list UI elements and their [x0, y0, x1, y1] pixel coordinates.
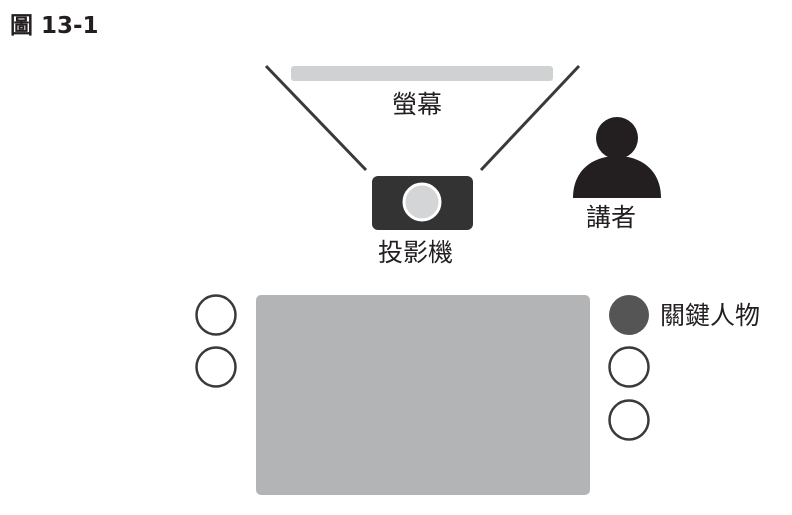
- projector-lens: [402, 182, 442, 222]
- speaker-label: 講者: [586, 203, 637, 232]
- seat-left-1: [195, 294, 237, 336]
- screen-bar: [291, 66, 553, 81]
- projector-label: 投影機: [378, 238, 454, 267]
- meeting-table: [256, 295, 590, 495]
- seat-left-2: [195, 346, 237, 388]
- speaker-icon: [573, 117, 661, 198]
- key-person-seat: [609, 295, 649, 335]
- seat-right-3: [608, 399, 650, 441]
- projection-line-left: [264, 64, 368, 172]
- screen-label: 螢幕: [392, 90, 443, 119]
- projection-line-right: [479, 64, 581, 172]
- seat-right-2: [608, 346, 650, 388]
- key-person-label: 關鍵人物: [660, 301, 761, 330]
- figure-title: 圖 13-1: [10, 13, 99, 39]
